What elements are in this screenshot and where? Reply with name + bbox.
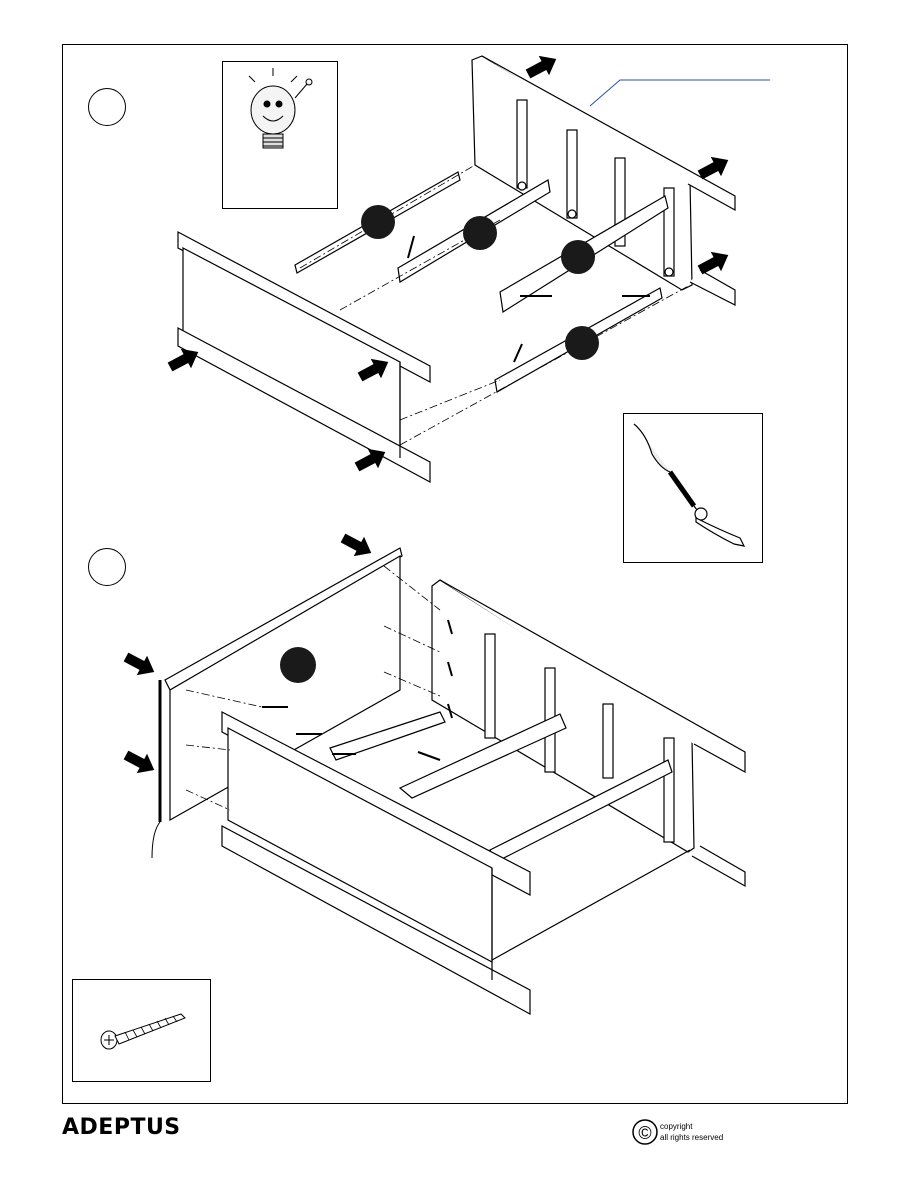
marker-a (361, 205, 395, 239)
marker-c (561, 240, 595, 274)
leader-line (590, 80, 770, 106)
arrow-icon (121, 745, 160, 779)
brand-logo: ADEPTUS (62, 1115, 181, 1140)
step-1-drawing (178, 56, 735, 482)
marker-b (463, 216, 497, 250)
copyright-label: copyright (660, 1122, 692, 1132)
copyright-icon: © (632, 1118, 658, 1146)
arrow-icon (121, 647, 160, 681)
arrow-icon (523, 49, 562, 83)
marker-d (565, 326, 599, 360)
svg-text:©: © (638, 1123, 651, 1143)
arrow-icon (338, 528, 377, 562)
leader-line (152, 822, 160, 858)
step-2-drawing (160, 548, 745, 1014)
marker-e (280, 647, 316, 683)
rights-label: all rights reserved (660, 1133, 723, 1143)
copyright-notice: © copyright all rights reserved (632, 1118, 752, 1150)
